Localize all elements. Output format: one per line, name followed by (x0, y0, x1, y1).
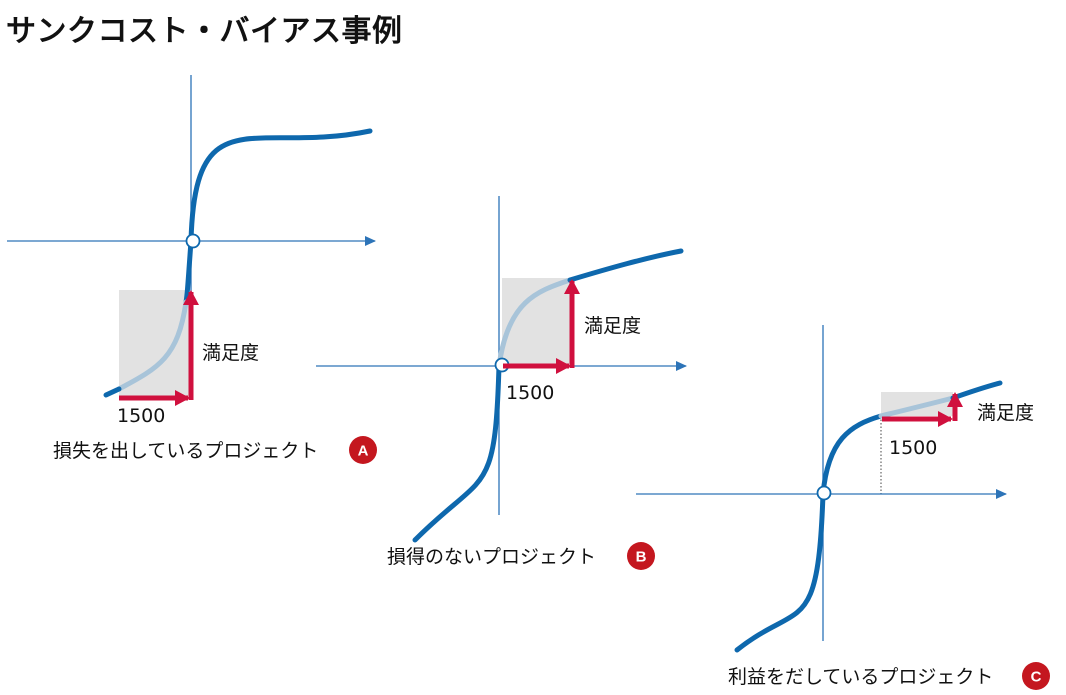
badge-letter: A (358, 443, 369, 460)
cost-label: 1500 (117, 405, 165, 427)
value-curve-upper (820, 413, 884, 497)
value-curve-tail (103, 386, 122, 398)
badge: A (349, 436, 377, 464)
value-curve-lower (734, 491, 826, 653)
cost-label: 1500 (506, 382, 554, 404)
origin-point (185, 233, 201, 249)
value-label: 満足度 (977, 402, 1034, 424)
badge-circle (349, 436, 377, 464)
badge-letter: B (636, 549, 647, 566)
panel-b: 1500 満足度 損得のないプロジェクト B (316, 196, 687, 570)
page-title: サンクコスト・バイアス事例 (6, 14, 403, 49)
value-curve-shaded (116, 299, 189, 392)
value-label: 満足度 (584, 315, 641, 337)
badge-circle (627, 542, 655, 570)
value-curve-upper-tail (567, 248, 684, 283)
badge: B (627, 542, 655, 570)
value-curve-shaded (878, 395, 956, 419)
badge-circle (1022, 662, 1050, 690)
origin-point (816, 485, 832, 501)
value-curve-lower (412, 363, 502, 543)
cost-label: 1500 (889, 437, 937, 459)
value-curve-upper (496, 277, 573, 369)
panel-a: 1500 満足度 損失を出しているプロジェクト A (7, 75, 377, 464)
panel-c: 1500 満足度 利益をだしているプロジェクト C (636, 325, 1050, 690)
value-curve-upper (188, 128, 373, 244)
panel-caption: 損得のないプロジェクト (387, 546, 596, 568)
value-curve-upper-tail (950, 380, 1003, 401)
panel-caption: 利益をだしているプロジェクト (728, 666, 993, 688)
panel-caption: 損失を出しているプロジェクト (53, 440, 318, 462)
badge: C (1022, 662, 1050, 690)
badge-letter: C (1031, 669, 1042, 686)
value-label: 満足度 (202, 342, 259, 364)
